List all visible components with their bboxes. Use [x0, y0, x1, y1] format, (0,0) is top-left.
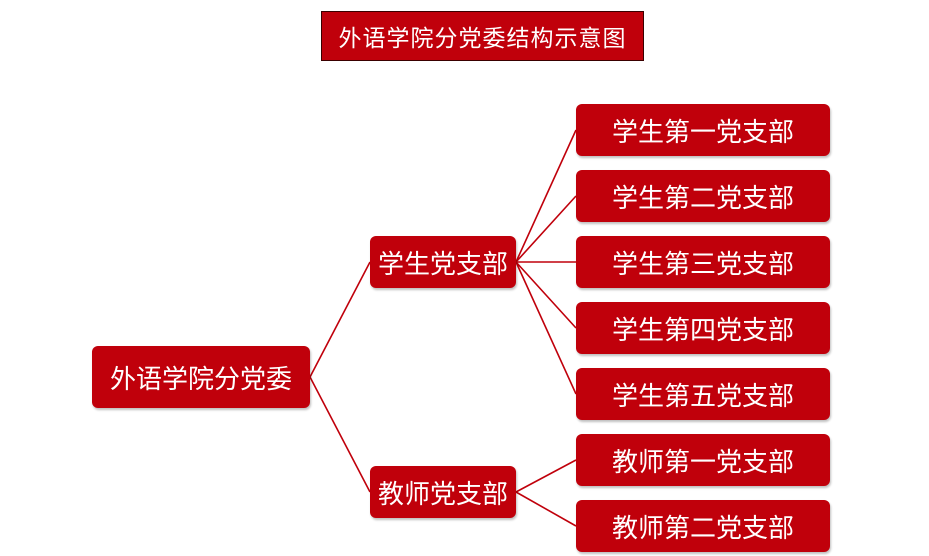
connector-root-student — [309, 261, 371, 378]
node-teacher-1: 教师第一党支部 — [576, 434, 830, 486]
node-student-2: 学生第二党支部 — [576, 170, 830, 222]
connector-teacher-1 — [515, 459, 577, 493]
node-student-1: 学生第一党支部 — [576, 104, 830, 156]
node-root: 外语学院分党委 — [92, 346, 310, 408]
node-student-5: 学生第五党支部 — [576, 368, 830, 420]
connector-teacher-2 — [515, 491, 577, 527]
connector-student-4 — [515, 261, 577, 329]
connector-student-5 — [515, 261, 577, 395]
node-student-3: 学生第三党支部 — [576, 236, 830, 288]
node-student-branch: 学生党支部 — [370, 236, 516, 288]
connector-student-1 — [515, 129, 577, 263]
diagram-title: 外语学院分党委结构示意图 — [321, 11, 644, 61]
node-student-4: 学生第四党支部 — [576, 302, 830, 354]
node-teacher-branch: 教师党支部 — [370, 466, 516, 518]
node-teacher-2: 教师第二党支部 — [576, 500, 830, 552]
connector-student-2 — [515, 195, 577, 263]
connector-root-teacher — [309, 376, 371, 493]
